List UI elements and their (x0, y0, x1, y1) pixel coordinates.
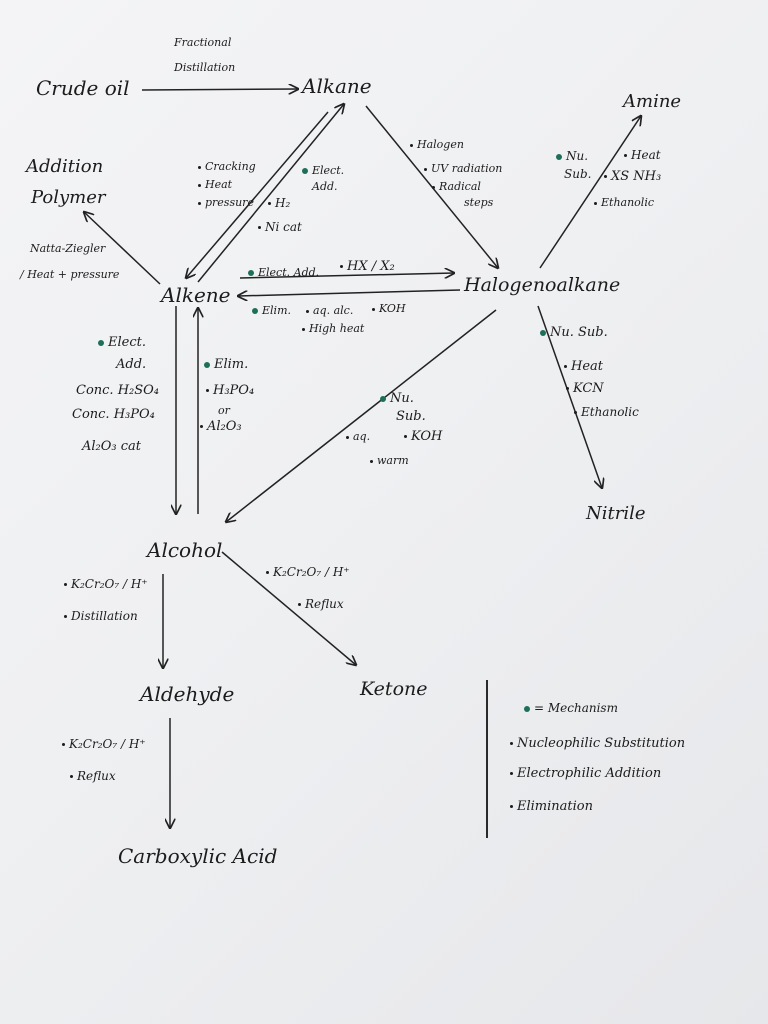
arrow-alkene-to-polymer (84, 212, 161, 285)
label-kcn: KCN (566, 382, 604, 395)
label-aq-alc: aq. alc. (306, 304, 353, 317)
label-heat-pressure: / Heat + pressure (20, 268, 120, 281)
label-koh-elim: KOH (372, 302, 406, 315)
legend-nucleophilic-substitution: Nucleophilic Substitution (510, 735, 685, 752)
node-halogenoalkane: Halogenoalkane (464, 274, 621, 296)
label-k2cr2o7-acid: K₂Cr₂O₇ / H⁺ (62, 738, 146, 751)
label-heat-amine: Heat (624, 149, 661, 162)
arrow-alcohol-to-ketone (221, 551, 356, 665)
arrow-halogenoalkane-to-nitrile (537, 305, 602, 488)
node-alkane: Alkane (302, 74, 372, 98)
label-distillation: Distillation (174, 61, 236, 74)
arrow-alkane-to-alkene (186, 111, 329, 278)
label-reflux-acid: Reflux (70, 770, 116, 783)
mechanism-dot (556, 153, 562, 160)
node-nitrile: Nitrile (586, 503, 646, 524)
mechanism-dot (98, 339, 104, 346)
label-add-alkane: Add. (312, 180, 338, 193)
arrow-halogenoalkane-to-alkene (238, 289, 461, 296)
node-ketone: Ketone (360, 678, 428, 700)
node-crude-oil: Crude oil (36, 76, 130, 100)
arrow-halogenoalkane-to-amine (539, 116, 641, 269)
label-ni-cat: Ni cat (258, 221, 302, 234)
arrow-alkene-to-alkane (197, 104, 344, 283)
legend-divider (486, 680, 488, 838)
label-conc-h2so4: Conc. H₂SO₄ (76, 383, 160, 398)
arrow-crude-to-alkane (141, 89, 298, 90)
label-steps: steps (464, 196, 494, 209)
label-conc-h3po4: Conc. H₃PO₄ (72, 407, 155, 422)
label-sub-alc: Sub. (396, 409, 426, 424)
label-aq: aq. (346, 430, 370, 443)
label-nu-sub-nitrile: Nu. Sub. (540, 326, 608, 339)
label-sub-amine: Sub. (564, 167, 592, 181)
label-k2cr2o7-aldehyde: K₂Cr₂O₇ / H⁺ (64, 578, 148, 591)
label-reflux-ketone: Reflux (298, 598, 344, 611)
node-alkene: Alkene (161, 283, 231, 307)
node-alcohol: Alcohol (147, 538, 223, 562)
node-addition-polymer-line2: Polymer (31, 187, 106, 208)
mechanism-dot (302, 168, 308, 174)
label-natta-ziegler: Natta-Ziegler (30, 242, 106, 255)
arrow-alkene-to-halogenoalkane (239, 273, 454, 279)
mechanism-dot (204, 361, 210, 368)
label-hx-x2: HX / X₂ (340, 258, 395, 275)
label-nu-sub-amine: Nu. (556, 150, 588, 163)
label-elect-add-alkane: Elect. (302, 164, 344, 177)
label-xs-nh3: XS NH₃ (604, 170, 661, 183)
mechanism-dot (248, 270, 254, 276)
label-al2o3-cat: Al₂O₃ cat (82, 439, 142, 454)
legend-electrophilic-addition: Electrophilic Addition (510, 765, 661, 782)
label-distillation-aldehyde: Distillation (64, 610, 138, 623)
label-nu-alc: Nu. (380, 390, 414, 407)
label-ethanolic-amine: Ethanolic (594, 196, 654, 209)
label-elim-alcohol: Elim. (204, 356, 248, 373)
label-or: or (218, 404, 230, 417)
label-fractional: Fractional (174, 36, 232, 49)
label-elect-add-hx: Elect. Add. (248, 266, 319, 279)
mechanism-dot (380, 395, 386, 402)
label-heat-cracking: Heat (198, 178, 232, 191)
mechanism-dot (524, 705, 530, 712)
label-h2: H₂ (268, 197, 290, 210)
node-carboxylic-acid: Carboxylic Acid (118, 844, 278, 868)
label-uv: UV radiation (424, 162, 502, 175)
legend-mechanism: = Mechanism (524, 702, 618, 715)
node-addition-polymer-line1: Addition (26, 156, 104, 177)
legend-elimination: Elimination (510, 798, 593, 815)
node-aldehyde: Aldehyde (140, 682, 235, 706)
label-radical: Radical (432, 180, 481, 193)
label-pressure: pressure (198, 196, 254, 209)
label-elect-alcohol: Elect. (98, 334, 146, 351)
label-high-heat: High heat (302, 322, 364, 335)
mechanism-dot (252, 308, 258, 314)
label-elim-halo: Elim. (252, 304, 291, 317)
label-cracking: Cracking (198, 160, 256, 173)
label-ethanolic-nitrile: Ethanolic (574, 406, 639, 419)
node-amine: Amine (623, 91, 682, 112)
label-add-alcohol: Add. (116, 357, 147, 372)
label-k2cr2o7-ketone: K₂Cr₂O₇ / H⁺ (266, 566, 350, 579)
label-h3po4: H₃PO₄ (206, 382, 254, 399)
label-koh-alc: KOH (404, 428, 442, 445)
label-al2o3: Al₂O₃ (200, 418, 242, 435)
arrow-halogenoalkane-to-alcohol (226, 309, 497, 522)
label-warm: warm (370, 454, 409, 467)
mechanism-dot (540, 329, 546, 336)
label-heat-nitrile: Heat (564, 360, 603, 373)
label-halogen: Halogen (410, 138, 464, 151)
